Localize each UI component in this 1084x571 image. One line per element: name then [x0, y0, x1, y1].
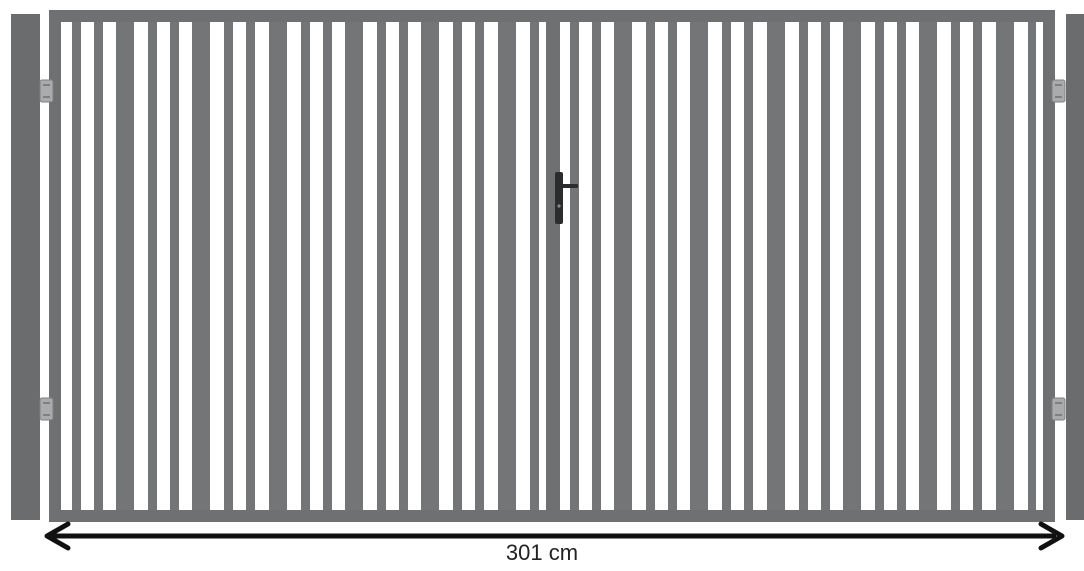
gate-bar: [224, 22, 233, 510]
gate-bar: [973, 22, 982, 510]
door-handle-icon: [555, 172, 578, 224]
gate-bar: [246, 22, 255, 510]
left-gate-leaf: [49, 10, 560, 522]
gate-bar: [799, 22, 808, 510]
gate-bar: [269, 22, 287, 510]
gate-bar: [170, 22, 179, 510]
right-leaf-frame: [546, 10, 1055, 522]
right-gate-leaf: [546, 10, 1055, 522]
gate-bar: [345, 22, 363, 510]
gate-bar: [399, 22, 408, 510]
gate-bar: [767, 22, 785, 510]
left-post: [11, 14, 40, 520]
gate-bar: [421, 22, 439, 510]
gate-bar: [453, 22, 462, 510]
gate-bar: [897, 22, 906, 510]
gate-bar: [646, 22, 655, 510]
gate-bar: [530, 22, 539, 510]
gate-bar: [116, 22, 134, 510]
gate-bar: [72, 22, 81, 510]
gate-bar: [875, 22, 884, 510]
gate-bar: [475, 22, 484, 510]
hinge-icon: [1051, 397, 1066, 421]
gate-bar: [192, 22, 210, 510]
gate-bar: [1028, 22, 1036, 510]
gate-bar: [668, 22, 677, 510]
hinge-icon: [39, 79, 54, 103]
gate-bar: [690, 22, 708, 510]
gate-bar: [951, 22, 960, 510]
gate-bar: [843, 22, 861, 510]
right-post: [1066, 14, 1084, 520]
gate-bar: [148, 22, 157, 510]
hinge-icon: [39, 397, 54, 421]
right-leaf-bars: [570, 22, 1036, 510]
gate-bar: [919, 22, 937, 510]
gate-bar: [821, 22, 830, 510]
gate-bar: [592, 22, 601, 510]
gate-bar: [323, 22, 332, 510]
gate-bar: [570, 22, 579, 510]
gate-bar: [94, 22, 103, 510]
width-dimension-label: 301 cm: [505, 540, 579, 565]
gate-bar: [744, 22, 753, 510]
left-leaf-bars: [72, 22, 539, 510]
gate-bar: [301, 22, 310, 510]
double-headed-arrow-icon: [44, 521, 1065, 551]
gate-bar: [722, 22, 731, 510]
gate-bar: [498, 22, 516, 510]
gate-bar: [996, 22, 1014, 510]
gate-bar: [377, 22, 386, 510]
hinge-icon: [1051, 79, 1066, 103]
gate-bar: [614, 22, 632, 510]
